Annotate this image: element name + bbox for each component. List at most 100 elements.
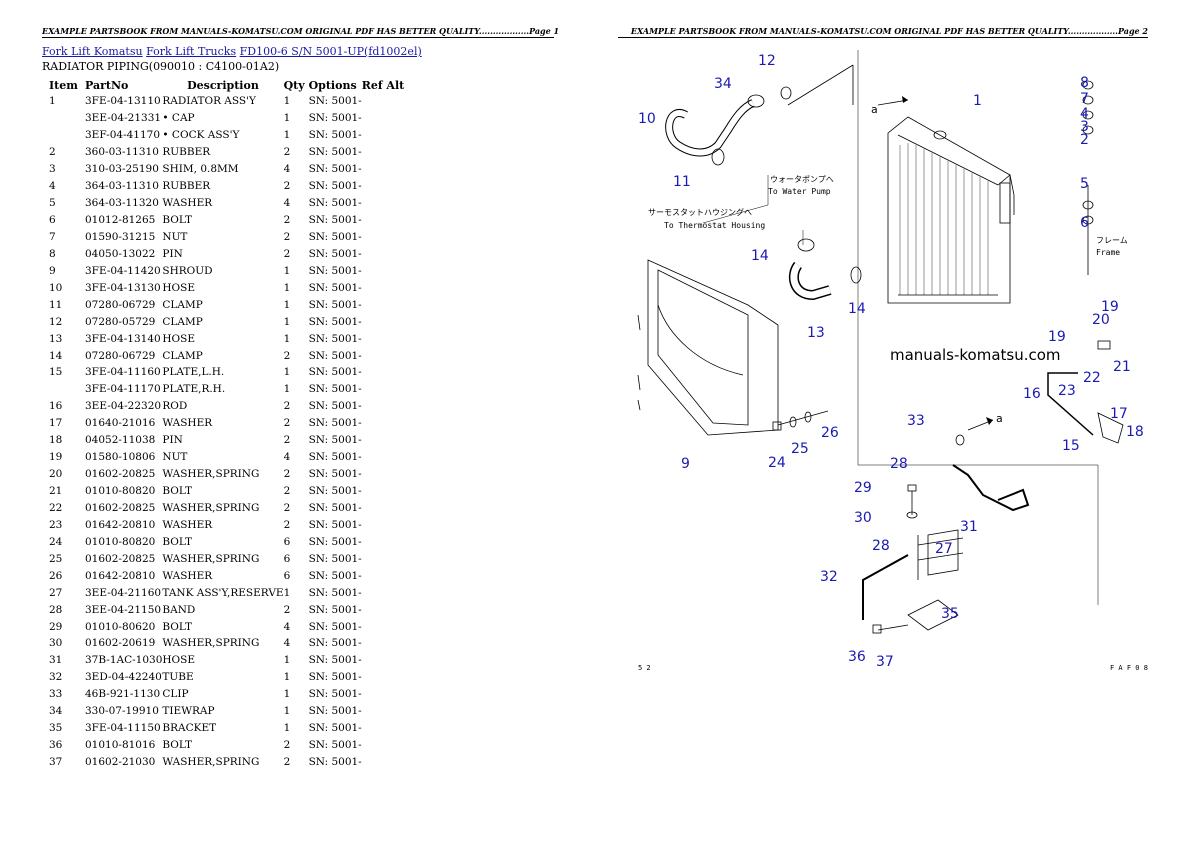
shim-3 [1082, 110, 1094, 120]
cell-partno: 01602-20825 [85, 552, 156, 565]
cell-options: SN: 5001- [308, 163, 362, 176]
cell-options: SN: 5001- [308, 739, 362, 752]
cell-description: BOLT [162, 485, 193, 498]
callout-label: 31 [960, 519, 978, 535]
cell-description: RUBBER [162, 180, 211, 193]
rubber-4 [1082, 200, 1094, 210]
cell-item: 11 [49, 298, 63, 311]
cell-ref-alt [362, 584, 412, 601]
cell-description: WASHER [162, 197, 213, 210]
diagram-figure-code: F A F 0 8 [1110, 664, 1148, 672]
cell-qty: 4 [283, 620, 291, 633]
cell-options: SN: 5001- [308, 332, 362, 345]
cell-partno: 364-03-11320 [85, 197, 159, 210]
cell-item: 13 [49, 332, 63, 345]
callout-label: 20 [1092, 312, 1110, 328]
section-title: RADIATOR PIPING(090010 : C4100-01A2) [42, 60, 280, 73]
diagram-page-number: 5 2 [638, 664, 651, 672]
shroud-left-bolts [637, 314, 641, 411]
cell-options: SN: 5001- [308, 230, 362, 243]
cell-qty: 2 [283, 349, 291, 362]
cell-options: SN: 5001- [308, 417, 362, 430]
cell-item: 7 [49, 230, 56, 243]
cell-options: SN: 5001- [308, 501, 362, 514]
cell-partno: 3FE-04-13110 [85, 95, 161, 108]
col-header-ref-alt: Ref Alt [361, 78, 405, 92]
radiator-core-lines [899, 143, 989, 295]
callout-label: 6 [1080, 215, 1089, 231]
cell-partno: 3EE-04-21331 [85, 112, 162, 125]
cell-options: SN: 5001- [308, 366, 362, 379]
cell-description: NUT [162, 451, 188, 464]
en-water-pump: To Water Pump [768, 187, 831, 196]
watermark: manuals-komatsu.com [890, 346, 1061, 364]
shroud-curve [657, 304, 744, 376]
cell-ref-alt [362, 415, 412, 432]
callout-label: 14 [848, 301, 866, 317]
cell-qty: 2 [283, 485, 291, 498]
cell-qty: 4 [283, 197, 291, 210]
breadcrumb-link-fork-lift-trucks[interactable]: Fork Lift Trucks [146, 45, 237, 58]
cell-item: 37 [49, 756, 63, 769]
cell-description: BOLT [162, 535, 193, 548]
cell-item: 20 [49, 468, 63, 481]
breadcrumb-link-fork-lift-komatsu[interactable]: Fork Lift Komatsu [42, 45, 143, 58]
callout-label: 1 [973, 93, 982, 109]
cell-item: 31 [49, 654, 63, 667]
rubber-2 [1082, 125, 1094, 135]
cell-ref-alt [362, 364, 412, 381]
cell-partno: 01642-20810 [85, 518, 156, 531]
cell-ref-alt [362, 618, 412, 635]
cell-qty: 2 [283, 468, 291, 481]
cell-ref-alt [362, 279, 412, 296]
cell-item: 36 [49, 739, 63, 752]
cell-partno: 46B-921-1130 [85, 688, 161, 701]
callout-label: 22 [1083, 370, 1101, 386]
cell-qty: 2 [283, 434, 291, 447]
breadcrumb-link-model[interactable]: FD100-6 S/N 5001-UP(fd1002el) [239, 45, 422, 58]
arrow-a-label-upper: a [871, 103, 878, 116]
cell-partno: 01602-20825 [85, 468, 156, 481]
cell-description: BRACKET [162, 722, 217, 735]
cell-options: SN: 5001- [308, 722, 362, 735]
cell-description: PLATE,L.H. [162, 366, 225, 379]
cell-ref-alt [362, 262, 412, 279]
cell-ref-alt [362, 500, 412, 517]
cell-item: 10 [49, 281, 63, 294]
col-header-options: Options [308, 78, 357, 92]
cell-description: PLATE,R.H. [162, 383, 226, 396]
cell-ref-alt [362, 212, 412, 229]
cell-item: 3 [49, 163, 56, 176]
cell-description: CLIP [162, 688, 189, 701]
cell-partno: 01590-31215 [85, 230, 156, 243]
cell-options: SN: 5001- [308, 603, 362, 616]
cell-item: 27 [49, 586, 63, 599]
callout-label: 7 [1080, 91, 1089, 107]
cell-item: 5 [49, 197, 56, 210]
cell-options: SN: 5001- [308, 434, 362, 447]
cell-item: 30 [49, 637, 63, 650]
cell-item: 34 [49, 705, 63, 718]
cell-description: • COCK ASS'Y [162, 129, 240, 142]
cell-options: SN: 5001- [308, 214, 362, 227]
pin-8 [1082, 80, 1094, 90]
cell-item: 25 [49, 552, 63, 565]
washer-25 [789, 416, 797, 428]
cell-partno: 3FE-04-13140 [85, 332, 161, 345]
callout-label: 23 [1058, 383, 1076, 399]
cell-options: SN: 5001- [308, 349, 362, 362]
callout-label: 12 [758, 53, 776, 69]
cell-item: 8 [49, 247, 56, 260]
cell-qty: 1 [283, 281, 291, 294]
